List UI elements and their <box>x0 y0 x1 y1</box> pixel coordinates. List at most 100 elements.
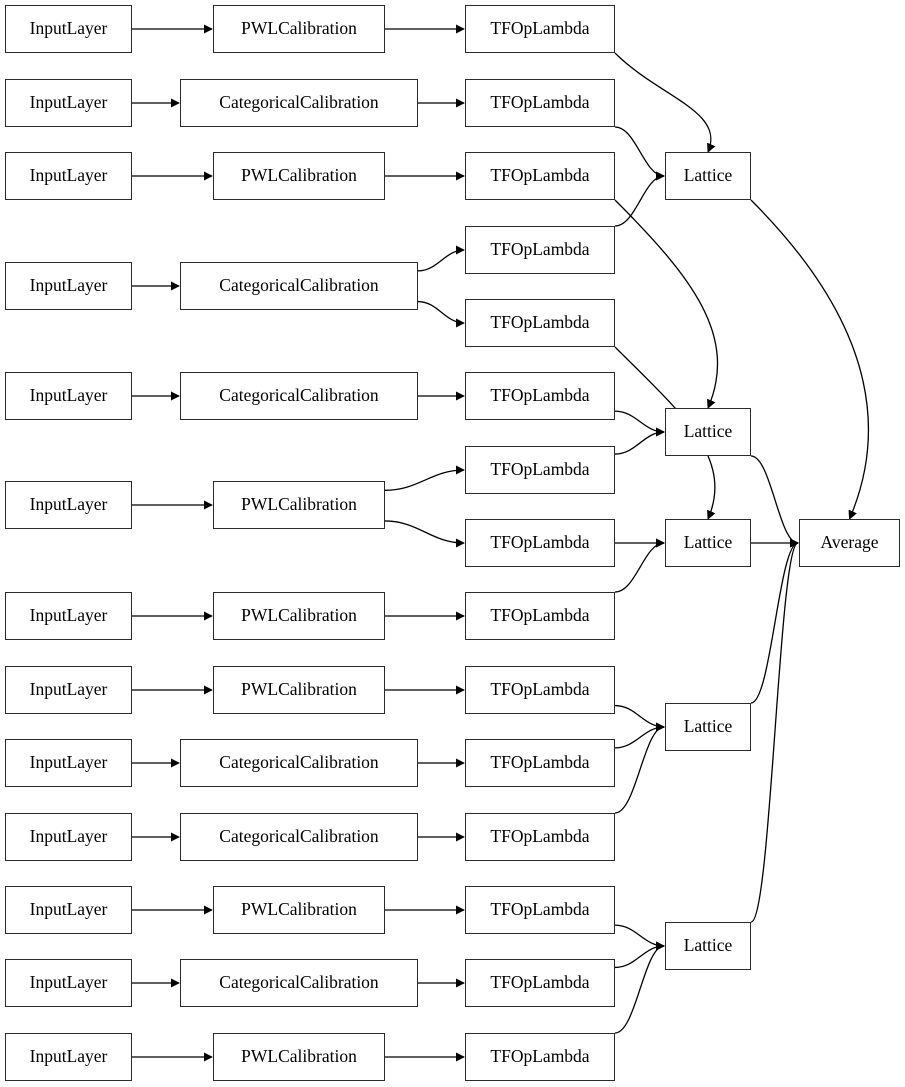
graph-node-label: TFOpLambda <box>490 972 590 993</box>
graph-node-in9[interactable]: InputLayer <box>5 739 132 787</box>
graph-edge-tf4-to-lat1 <box>614 171 665 227</box>
graph-edge-tf6-to-lat2 <box>614 410 665 437</box>
graph-node-in11[interactable]: InputLayer <box>5 886 132 934</box>
graph-edge-lat1-to-avg <box>750 199 870 520</box>
graph-node-label: TFOpLambda <box>490 165 590 186</box>
graph-node-cal8[interactable]: PWLCalibration <box>213 666 385 714</box>
graph-edge-tf2-to-lat1 <box>614 126 665 181</box>
graph-node-cal11[interactable]: PWLCalibration <box>213 886 385 934</box>
graph-node-label: CategoricalCalibration <box>219 275 379 296</box>
graph-node-in1[interactable]: InputLayer <box>5 5 132 53</box>
graph-node-cal12[interactable]: CategoricalCalibration <box>180 959 418 1007</box>
graph-node-lat2[interactable]: Lattice <box>665 408 751 456</box>
graph-edge-cal4-to-tf4 <box>417 245 465 272</box>
graph-node-tf6[interactable]: TFOpLambda <box>465 372 615 420</box>
graph-node-tf13[interactable]: TFOpLambda <box>465 886 615 934</box>
graph-edge-tf12-to-lat4 <box>614 722 665 814</box>
graph-node-label: InputLayer <box>29 275 108 296</box>
graph-node-label: InputLayer <box>29 752 108 773</box>
graph-node-tf3[interactable]: TFOpLambda <box>465 152 615 200</box>
graph-node-in12[interactable]: InputLayer <box>5 959 132 1007</box>
graph-node-label: TFOpLambda <box>490 679 590 700</box>
graph-node-tf1[interactable]: TFOpLambda <box>465 5 615 53</box>
graph-node-in6[interactable]: InputLayer <box>5 481 132 529</box>
graph-node-tf7[interactable]: TFOpLambda <box>465 446 615 494</box>
graph-node-cal6[interactable]: PWLCalibration <box>213 481 385 529</box>
graph-edge-tf1-to-lat1 <box>614 52 716 153</box>
graph-node-tf5[interactable]: TFOpLambda <box>465 299 615 347</box>
graph-node-tf14[interactable]: TFOpLambda <box>465 959 615 1007</box>
graph-node-label: PWLCalibration <box>241 494 357 515</box>
graph-node-in2[interactable]: InputLayer <box>5 79 132 127</box>
graph-node-in5[interactable]: InputLayer <box>5 372 132 420</box>
graph-node-label: PWLCalibration <box>241 679 357 700</box>
graph-node-label: Lattice <box>683 532 733 553</box>
graph-edge-lat2-to-avg <box>750 455 799 548</box>
graph-node-tf2[interactable]: TFOpLambda <box>465 79 615 127</box>
graph-node-label: CategoricalCalibration <box>219 92 379 113</box>
graph-edge-tf11-to-lat4 <box>614 722 665 749</box>
graph-node-label: TFOpLambda <box>490 605 590 626</box>
graph-node-label: InputLayer <box>29 1046 108 1067</box>
graph-node-label: TFOpLambda <box>490 18 590 39</box>
graph-node-label: PWLCalibration <box>241 605 357 626</box>
graph-node-lat1[interactable]: Lattice <box>665 152 751 200</box>
graph-edge-lat4-to-avg <box>750 538 799 704</box>
graph-node-cal7[interactable]: PWLCalibration <box>213 592 385 640</box>
graph-edge-tf14-to-lat5 <box>614 941 665 969</box>
graph-node-label: InputLayer <box>29 679 108 700</box>
graph-node-label: InputLayer <box>29 494 108 515</box>
graph-node-lat4[interactable]: Lattice <box>665 703 751 751</box>
graph-node-label: CategoricalCalibration <box>219 752 379 773</box>
graph-node-lat3[interactable]: Lattice <box>665 519 751 567</box>
graph-node-tf12[interactable]: TFOpLambda <box>465 813 615 861</box>
graph-node-cal9[interactable]: CategoricalCalibration <box>180 739 418 787</box>
graph-node-label: PWLCalibration <box>241 899 357 920</box>
graph-edge-tf13-to-lat5 <box>614 924 665 951</box>
graph-node-cal2[interactable]: CategoricalCalibration <box>180 79 418 127</box>
graph-node-in3[interactable]: InputLayer <box>5 152 132 200</box>
graph-node-tf9[interactable]: TFOpLambda <box>465 592 615 640</box>
graph-node-in10[interactable]: InputLayer <box>5 813 132 861</box>
graph-edge-lat5-to-avg <box>750 538 799 923</box>
graph-node-in13[interactable]: InputLayer <box>5 1033 132 1081</box>
graph-node-label: TFOpLambda <box>490 239 590 260</box>
graph-node-cal1[interactable]: PWLCalibration <box>213 5 385 53</box>
graph-node-in8[interactable]: InputLayer <box>5 666 132 714</box>
graph-node-label: PWLCalibration <box>241 165 357 186</box>
graph-node-avg[interactable]: Average <box>799 519 900 567</box>
graph-node-tf10[interactable]: TFOpLambda <box>465 666 615 714</box>
graph-node-tf11[interactable]: TFOpLambda <box>465 739 615 787</box>
graph-node-label: Average <box>820 532 879 553</box>
graph-node-tf15[interactable]: TFOpLambda <box>465 1033 615 1081</box>
graph-node-in4[interactable]: InputLayer <box>5 262 132 310</box>
graph-edge-tf10-to-lat4 <box>614 704 665 732</box>
graph-node-label: CategoricalCalibration <box>219 826 379 847</box>
graph-node-label: InputLayer <box>29 385 108 406</box>
graph-node-tf4[interactable]: TFOpLambda <box>465 226 615 274</box>
graph-node-cal5[interactable]: CategoricalCalibration <box>180 372 418 420</box>
graph-node-cal4[interactable]: CategoricalCalibration <box>180 262 418 310</box>
graph-node-label: PWLCalibration <box>241 1046 357 1067</box>
graph-edge-tf15-to-lat5 <box>614 941 665 1034</box>
graph-edge-cal6-to-tf8 <box>384 520 465 548</box>
graph-node-in7[interactable]: InputLayer <box>5 592 132 640</box>
graph-node-label: PWLCalibration <box>241 18 357 39</box>
graph-node-label: InputLayer <box>29 972 108 993</box>
graph-node-lat5[interactable]: Lattice <box>665 922 751 970</box>
graph-node-label: TFOpLambda <box>490 92 590 113</box>
graph-node-label: TFOpLambda <box>490 752 590 773</box>
graph-node-label: TFOpLambda <box>490 899 590 920</box>
graph-node-cal10[interactable]: CategoricalCalibration <box>180 813 418 861</box>
graph-node-label: InputLayer <box>29 92 108 113</box>
graph-node-label: InputLayer <box>29 18 108 39</box>
graph-node-tf8[interactable]: TFOpLambda <box>465 519 615 567</box>
graph-node-label: TFOpLambda <box>490 1046 590 1067</box>
graph-node-label: CategoricalCalibration <box>219 972 379 993</box>
graph-node-label: TFOpLambda <box>490 312 590 333</box>
graph-node-label: Lattice <box>683 935 733 956</box>
graph-node-cal3[interactable]: PWLCalibration <box>213 152 385 200</box>
graph-node-cal13[interactable]: PWLCalibration <box>213 1033 385 1081</box>
graph-node-label: CategoricalCalibration <box>219 385 379 406</box>
